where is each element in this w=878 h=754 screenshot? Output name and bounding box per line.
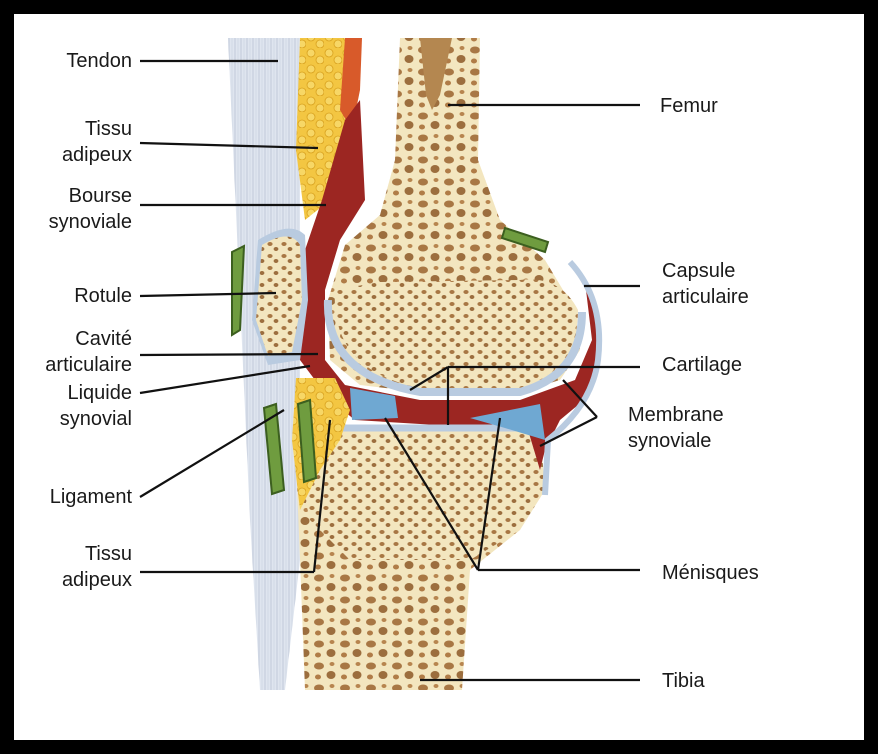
label-cavite-articulaire: Cavité articulaire [18,326,132,378]
label-membrane-synoviale: Membrane synoviale [628,402,724,454]
label-ligament: Ligament [30,484,132,510]
label-tissu-adipeux-upper: Tissu adipeux [40,116,132,168]
label-tissu-adipeux-lower-line1: Tissu [40,541,132,567]
label-bourse-synoviale: Bourse synoviale [20,183,132,235]
label-tissu-adipeux-lower: Tissu adipeux [40,541,132,593]
label-membrane-line2: synoviale [628,428,724,454]
label-liquide-line2: synovial [30,406,132,432]
tendon-shape [228,38,300,690]
label-cartilage: Cartilage [662,352,742,378]
label-femur: Femur [660,93,718,119]
label-tendon: Tendon [40,48,132,74]
label-capsule-line2: articulaire [662,284,749,310]
label-capsule-articulaire: Capsule articulaire [662,258,749,310]
label-cavite-line2: articulaire [18,352,132,378]
label-tibia: Tibia [662,668,705,694]
label-liquide-line1: Liquide [30,380,132,406]
label-membrane-line1: Membrane [628,402,724,428]
label-rotule: Rotule [40,283,132,309]
label-tissu-adipeux-upper-line2: adipeux [40,142,132,168]
label-bourse-line1: Bourse [20,183,132,209]
label-menisques: Ménisques [662,560,759,586]
meniscus-left-shape [350,388,398,420]
label-bourse-line2: synoviale [20,209,132,235]
label-tissu-adipeux-upper-line1: Tissu [40,116,132,142]
label-cavite-line1: Cavité [18,326,132,352]
label-tissu-adipeux-lower-line2: adipeux [40,567,132,593]
label-capsule-line1: Capsule [662,258,749,284]
label-liquide-synovial: Liquide synovial [30,380,132,432]
